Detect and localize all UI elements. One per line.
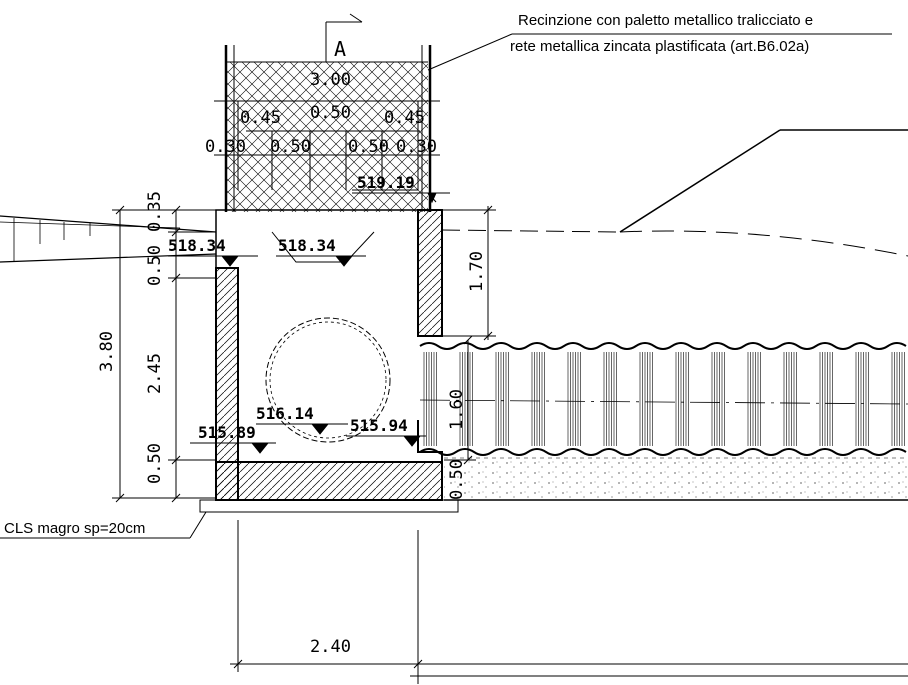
dim-fence-right-offset: 0.45 <box>384 108 425 128</box>
level-markers <box>168 192 450 454</box>
right-dimensions <box>442 205 496 465</box>
terrain <box>0 129 908 263</box>
fence-note-line2: rete metallica zincata plastificata (art… <box>510 38 809 55</box>
right-wall <box>417 209 443 337</box>
dim-fence-total: 3.00 <box>310 70 351 90</box>
fence-mesh <box>226 62 428 212</box>
dim-wall-top: 0.35 <box>145 191 165 232</box>
dim-post-mid-right: 0.50 <box>348 137 389 157</box>
concrete-channel <box>199 209 459 513</box>
section-mark: A <box>325 13 363 62</box>
inlet-center <box>271 231 375 263</box>
level-right-bottom: 515.94 <box>350 416 408 435</box>
base-slab <box>215 461 443 501</box>
left-dimensions <box>112 205 216 503</box>
dim-right-base: 0.50 <box>447 459 467 500</box>
dim-total-height: 3.80 <box>97 331 117 372</box>
dim-fence-mid: 0.50 <box>310 103 351 123</box>
dim-post-mid-left: 0.50 <box>270 137 311 157</box>
fence <box>224 45 432 212</box>
level-center-inlet: 518.34 <box>278 236 336 255</box>
dim-base-thickness: 0.50 <box>145 443 165 484</box>
corrugated-pipe <box>419 342 908 501</box>
dim-fence-left-offset: 0.45 <box>240 108 281 128</box>
bottom-dimension <box>230 520 908 684</box>
level-left-inlet: 518.34 <box>168 236 226 255</box>
dim-pipe-diameter: 1.60 <box>447 389 467 430</box>
dim-post-left: 0.30 <box>205 137 246 157</box>
level-top-right: 519.19 <box>357 173 415 192</box>
dim-post-right: 0.30 <box>396 137 437 157</box>
dim-wall-upper: 0.50 <box>145 245 165 286</box>
level-left-bottom: 515.89 <box>198 423 256 442</box>
fence-note-line1: Recinzione con paletto metallico tralicc… <box>518 12 813 29</box>
cls-note-text: CLS magro sp=20cm <box>4 520 145 537</box>
fence-dimensions <box>214 100 440 191</box>
dim-bottom-width: 2.40 <box>310 637 351 657</box>
dim-wall-height: 2.45 <box>145 353 165 394</box>
level-pipe-invert: 516.14 <box>256 404 314 423</box>
dim-right-wall: 1.70 <box>467 251 487 292</box>
pipe-section <box>265 317 391 443</box>
cls-note: CLS magro sp=20cm <box>0 511 207 539</box>
section-label: A <box>334 37 346 61</box>
fence-note: Recinzione con paletto metallico tralicc… <box>427 12 892 71</box>
cls-magro <box>199 499 459 513</box>
